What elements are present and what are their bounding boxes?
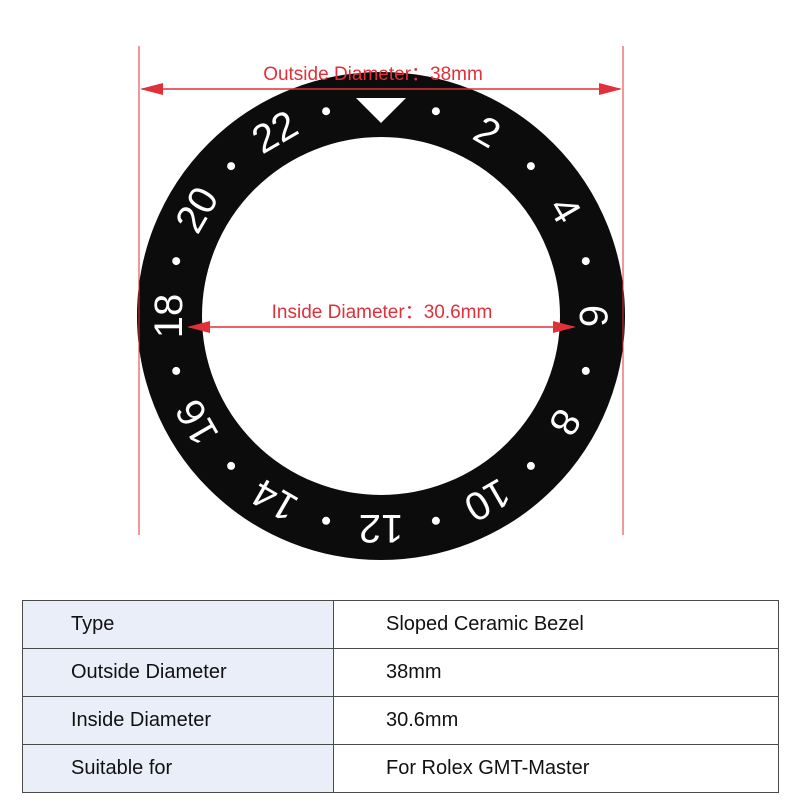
bezel-dot [172,257,181,266]
spec-table: Type Sloped Ceramic Bezel Outside Diamet… [22,600,779,793]
table-row: Suitable for For Rolex GMT-Master [22,744,779,793]
outside-diameter-label: Outside Diameter：38mm [263,64,483,85]
bezel-dot [581,257,590,266]
spec-value: 30.6mm [333,696,779,745]
inside-arrowhead-right [553,321,576,333]
bezel-dot [581,366,590,375]
bezel-dot [526,461,535,470]
bezel-dot [172,366,181,375]
inside-arrowhead-left [187,321,210,333]
bezel-dot [322,516,331,525]
outside-arrowhead-left [140,83,163,95]
table-row: Type Sloped Ceramic Bezel [22,600,779,649]
bezel-triangle-marker [356,98,406,123]
table-row: Outside Diameter 38mm [22,648,779,697]
inside-diameter-label: Inside Diameter：30.6mm [272,302,493,323]
bezel-dots [172,107,590,525]
bezel-dot [431,516,440,525]
spec-value: For Rolex GMT-Master [333,744,779,793]
bezel-numeral: 6 [571,305,615,327]
table-row: Inside Diameter 30.6mm [22,696,779,745]
bezel-dot [322,107,331,116]
bezel-dot [227,461,236,470]
bezel-numeral: 12 [359,506,404,550]
bezel-dot [431,107,440,116]
spec-value: Sloped Ceramic Bezel [333,600,779,649]
spec-label: Suitable for [22,744,334,793]
spec-label: Type [22,600,334,649]
bezel-dot [227,162,236,171]
spec-label: Outside Diameter [22,648,334,697]
spec-value: 38mm [333,648,779,697]
bezel-numeral: 18 [147,294,191,339]
spec-label: Inside Diameter [22,696,334,745]
outside-arrowhead-right [599,83,622,95]
bezel-dot [526,162,535,171]
